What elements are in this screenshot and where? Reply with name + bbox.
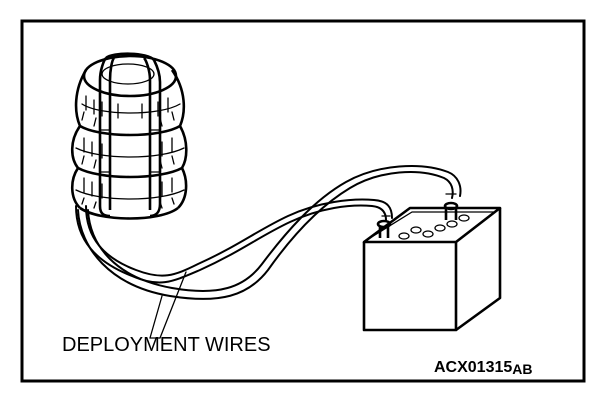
figure-code-suffix: AB	[512, 361, 532, 377]
figure-code: ACX01315AB	[434, 359, 533, 377]
figure-code-main: ACX01315	[434, 359, 512, 376]
callout-leader-lines	[149, 271, 187, 339]
battery-icon	[362, 201, 502, 332]
tire-stack-icon	[70, 52, 188, 220]
deployment-wires	[75, 165, 462, 300]
callout-label: DEPLOYMENT WIRES	[62, 334, 271, 356]
figure-frame	[20, 19, 586, 383]
